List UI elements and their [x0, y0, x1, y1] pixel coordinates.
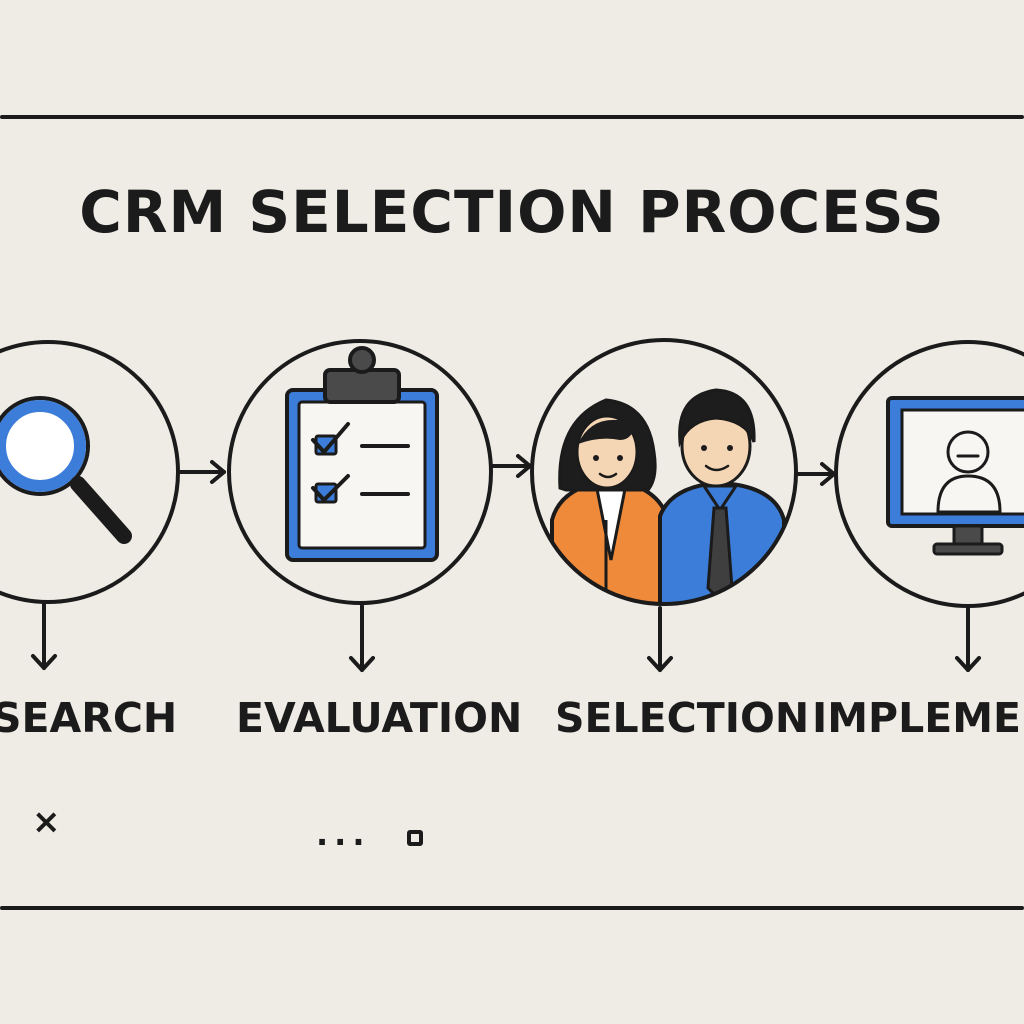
step-label-implementation: IMPLEMENTA	[812, 694, 1024, 742]
arrow-right-icon	[178, 460, 226, 484]
diagram-title: CRM SELECTION PROCESS	[79, 178, 945, 246]
arrow-down-icon	[349, 604, 375, 672]
step-label-selection: SELECTION	[555, 694, 810, 742]
step-implementation	[834, 340, 1024, 608]
arrow-down-icon	[31, 602, 57, 670]
arrow-down-icon	[647, 606, 673, 672]
monitor-user-icon	[886, 396, 1024, 556]
top-divider	[0, 115, 1024, 119]
square-icon[interactable]	[407, 830, 423, 846]
arrow-down-icon	[955, 606, 981, 672]
step-evaluation	[227, 339, 493, 605]
step-label-evaluation: EVALUATION	[236, 694, 523, 742]
clipboard-checklist-icon	[285, 346, 439, 562]
step-search	[0, 340, 180, 604]
magnifying-glass-icon	[0, 396, 132, 544]
more-options-icon[interactable]: ...	[316, 815, 371, 853]
close-icon[interactable]: ×	[32, 802, 61, 842]
step-evaluation-circle	[227, 339, 493, 605]
bottom-divider	[0, 906, 1024, 910]
arrow-right-icon	[490, 454, 532, 478]
step-selection	[530, 338, 798, 606]
step-label-search: SEARCH	[0, 694, 178, 742]
arrow-right-icon	[794, 462, 836, 486]
